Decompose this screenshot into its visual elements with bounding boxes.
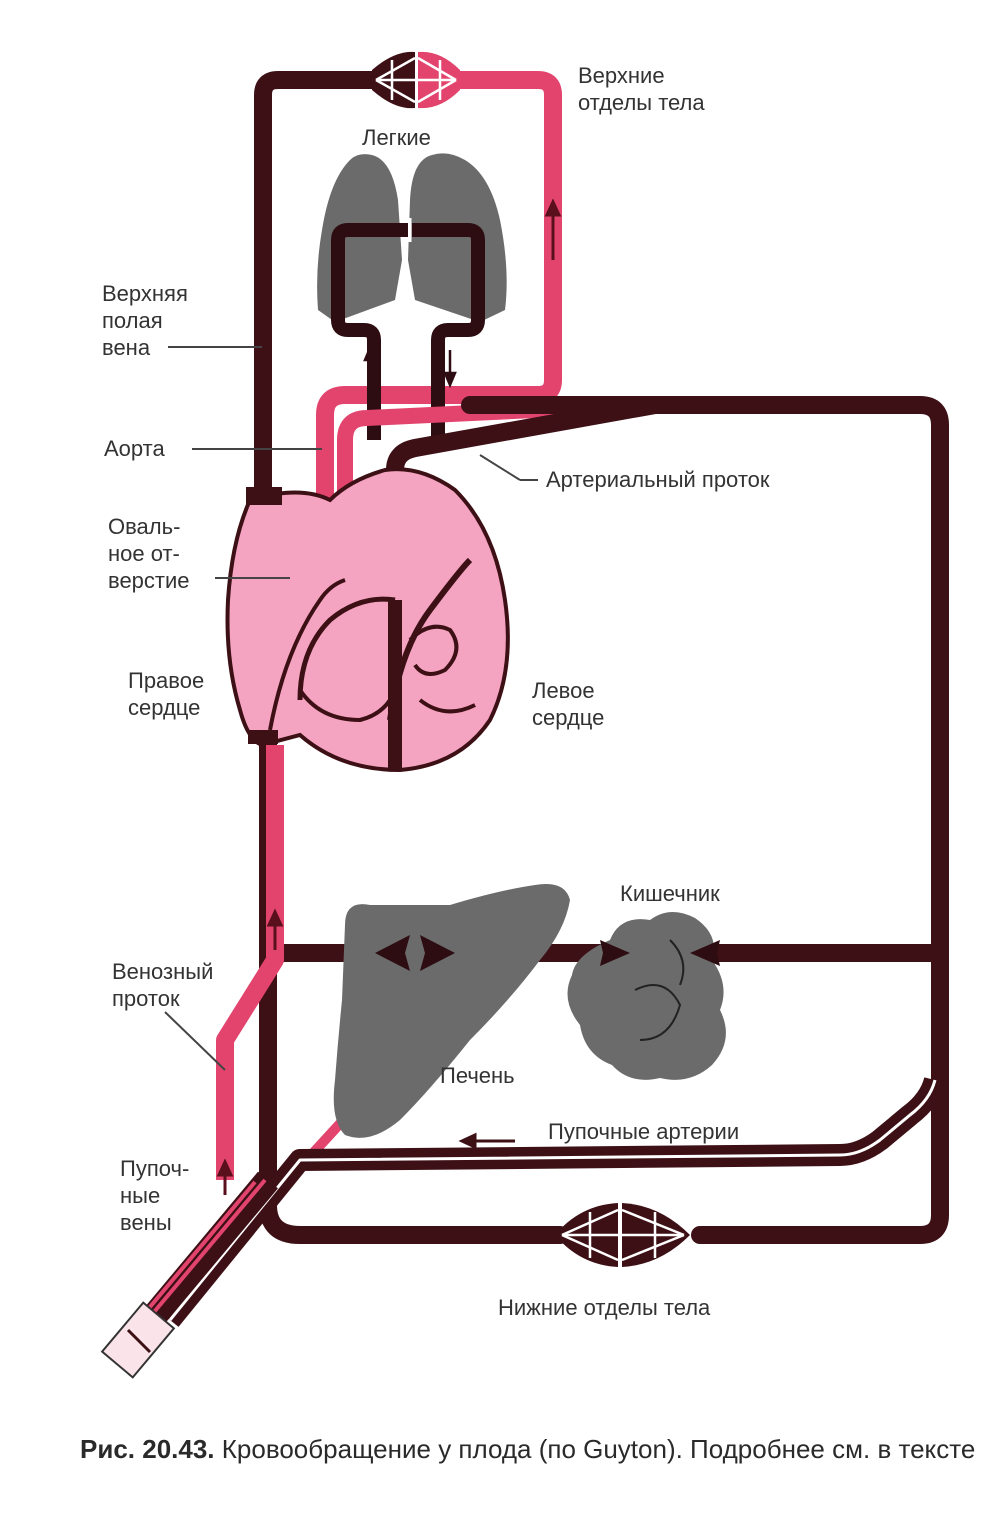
label-upper-body-line1: Верхние xyxy=(578,63,665,88)
pulmonary-arrows xyxy=(363,344,457,389)
label-superior-vena-cava: Верхняя полая вена xyxy=(102,280,188,361)
label-umbilical-arteries: Пупочные артерии xyxy=(548,1119,740,1144)
label-right-heart-line2: сердце xyxy=(128,695,201,720)
left-lung xyxy=(317,154,402,322)
inferior-vena-cava xyxy=(216,745,284,1180)
label-foramen-line3: верстие xyxy=(108,568,190,593)
right-lung xyxy=(408,153,507,322)
label-foramen-line2: ное от- xyxy=(108,541,180,566)
figure-caption-text: Кровообращение у плода (по Guyton). Подр… xyxy=(214,1434,976,1464)
lower-body-capillary-bed xyxy=(555,1200,690,1270)
label-ductus-venosus-line2: проток xyxy=(112,986,180,1011)
label-right-heart: Правое сердце xyxy=(128,667,204,721)
umbilical-arteries xyxy=(161,1076,946,1327)
label-svc-line1: Верхняя xyxy=(102,281,188,306)
label-liver: Печень xyxy=(440,1063,515,1088)
label-upper-body-line2: отделы тела xyxy=(578,90,705,115)
label-lower-body: Нижние отделы тела xyxy=(498,1295,711,1320)
descending-aorta xyxy=(461,396,949,1244)
label-ductus-venosus-line1: Венозный xyxy=(112,959,214,984)
label-umbilical-veins-line3: вены xyxy=(120,1210,172,1235)
label-left-heart-line1: Левое xyxy=(532,678,595,703)
upper-flow-arrow xyxy=(544,198,562,260)
umbilical-cord xyxy=(100,1171,278,1379)
label-aorta: Аорта xyxy=(104,436,165,461)
intestine xyxy=(567,911,726,1080)
label-lungs: Легкие xyxy=(362,125,431,150)
label-right-heart-line1: Правое xyxy=(128,668,205,693)
label-ductus-venosus: Венозный проток xyxy=(112,958,213,1012)
liver-vessel-markers xyxy=(375,935,720,971)
label-left-heart: Левое сердце xyxy=(532,677,604,731)
upper-left-dark-vessel xyxy=(254,71,381,509)
pulmonary-vessels xyxy=(331,218,485,440)
label-svc-line2: полая xyxy=(102,308,163,333)
label-foramen-line1: Оваль- xyxy=(108,514,181,539)
liver xyxy=(333,884,570,1138)
label-upper-body: Верхние отделы тела xyxy=(578,62,705,116)
aortic-arch xyxy=(337,397,648,568)
fetal-circulation-diagram xyxy=(100,50,949,1379)
ivc-arrows xyxy=(216,908,284,1195)
upper-circuit xyxy=(254,71,562,509)
heart xyxy=(225,467,510,773)
figure-number: Рис. 20.43. xyxy=(80,1434,215,1464)
label-left-heart-line2: сердце xyxy=(532,705,605,730)
label-umbilical-veins: Пупоч- ные вены xyxy=(120,1155,189,1236)
upper-right-red-vessel xyxy=(316,71,562,509)
label-svc-line3: вена xyxy=(102,335,151,360)
label-foramen-ovale: Оваль- ное от- верстие xyxy=(108,513,190,594)
label-umbilical-veins-line2: ные xyxy=(120,1183,161,1208)
figure-caption: Рис. 20.43. Кровообращение у плода (по G… xyxy=(80,1432,980,1466)
upper-body-capillary-bed xyxy=(372,50,460,110)
umbilical-artery-arrow xyxy=(458,1132,515,1150)
label-umbilical-veins-line1: Пупоч- xyxy=(120,1156,190,1181)
leader-lines xyxy=(164,346,538,1071)
label-ductus-arteriosus: Артериальный проток xyxy=(546,467,770,492)
label-intestine: Кишечник xyxy=(620,881,720,906)
